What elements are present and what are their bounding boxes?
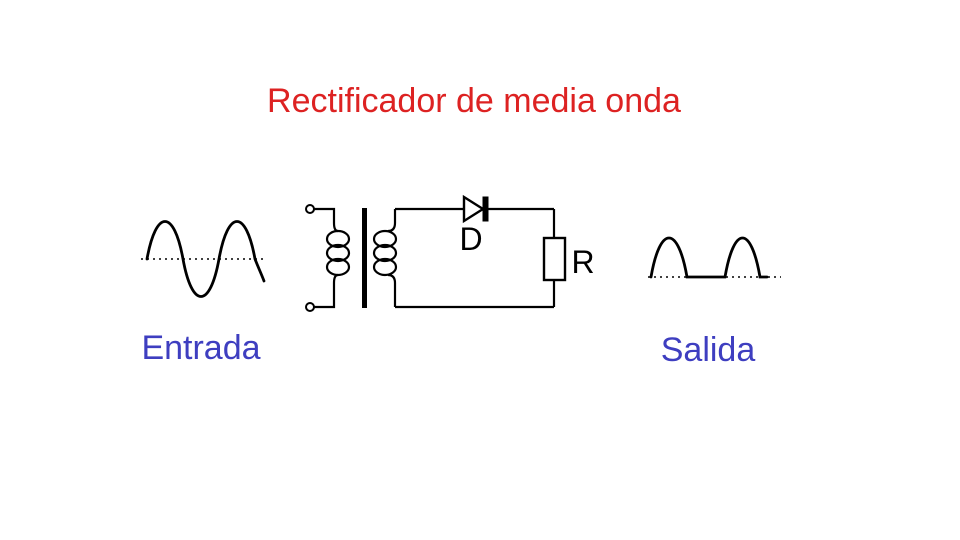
diode-triangle — [462, 194, 486, 224]
diode-icon — [462, 194, 489, 224]
output-half-wave — [649, 236, 769, 279]
transformer — [305, 204, 398, 312]
primary-coil-loop — [325, 257, 351, 277]
diode-cathode-bar — [482, 196, 489, 222]
input-label: Entrada — [141, 329, 260, 367]
primary-coil-loop — [325, 229, 351, 249]
secondary-coil-loop — [372, 243, 398, 263]
secondary-coil-loop — [372, 229, 398, 249]
secondary-coil-icon — [372, 229, 398, 277]
primary-coil-icon — [325, 229, 351, 277]
diode-label: D — [459, 221, 482, 257]
input-terminal-top-icon — [305, 204, 315, 214]
output-label: Salida — [661, 331, 756, 369]
input-terminal-bottom-icon — [305, 302, 315, 312]
resistor-label: R — [571, 244, 594, 280]
resistor-icon — [542, 236, 567, 282]
input-waveform — [141, 220, 266, 298]
secondary-coil-loop — [372, 257, 398, 277]
rectifier-circuit: D R — [395, 194, 595, 309]
primary-top-lead — [314, 207, 339, 233]
output-waveform — [648, 236, 781, 279]
page-title: Rectificador de media onda — [267, 82, 681, 120]
primary-coil-loop — [325, 243, 351, 263]
secondary-bottom-lead — [387, 273, 397, 307]
primary-bottom-lead — [314, 273, 339, 309]
input-sine-wave — [145, 220, 266, 298]
secondary-top-lead — [387, 209, 397, 233]
